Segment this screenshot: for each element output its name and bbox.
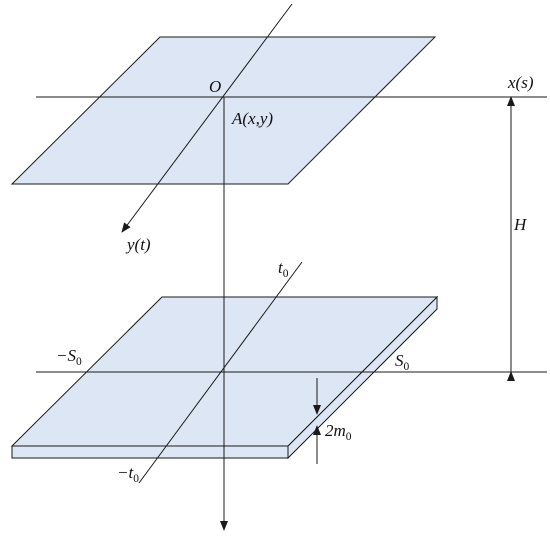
label-neg-s0: −S0	[56, 346, 82, 368]
label-thickness: 2m0	[325, 421, 352, 443]
label-height: H	[513, 215, 528, 234]
label-s0: S0	[395, 351, 410, 373]
lower-plate-side	[11, 445, 289, 459]
label-point-a: A(x,y)	[231, 109, 273, 128]
label-t0: t0	[278, 258, 289, 280]
t-axis-lower	[138, 261, 303, 484]
label-neg-t0: −t0	[117, 463, 139, 485]
label-x-axis: x(s)	[507, 73, 534, 92]
label-y-axis: y(t)	[125, 235, 151, 254]
label-origin: O	[209, 77, 221, 96]
y-axis-upper	[121, 3, 293, 233]
